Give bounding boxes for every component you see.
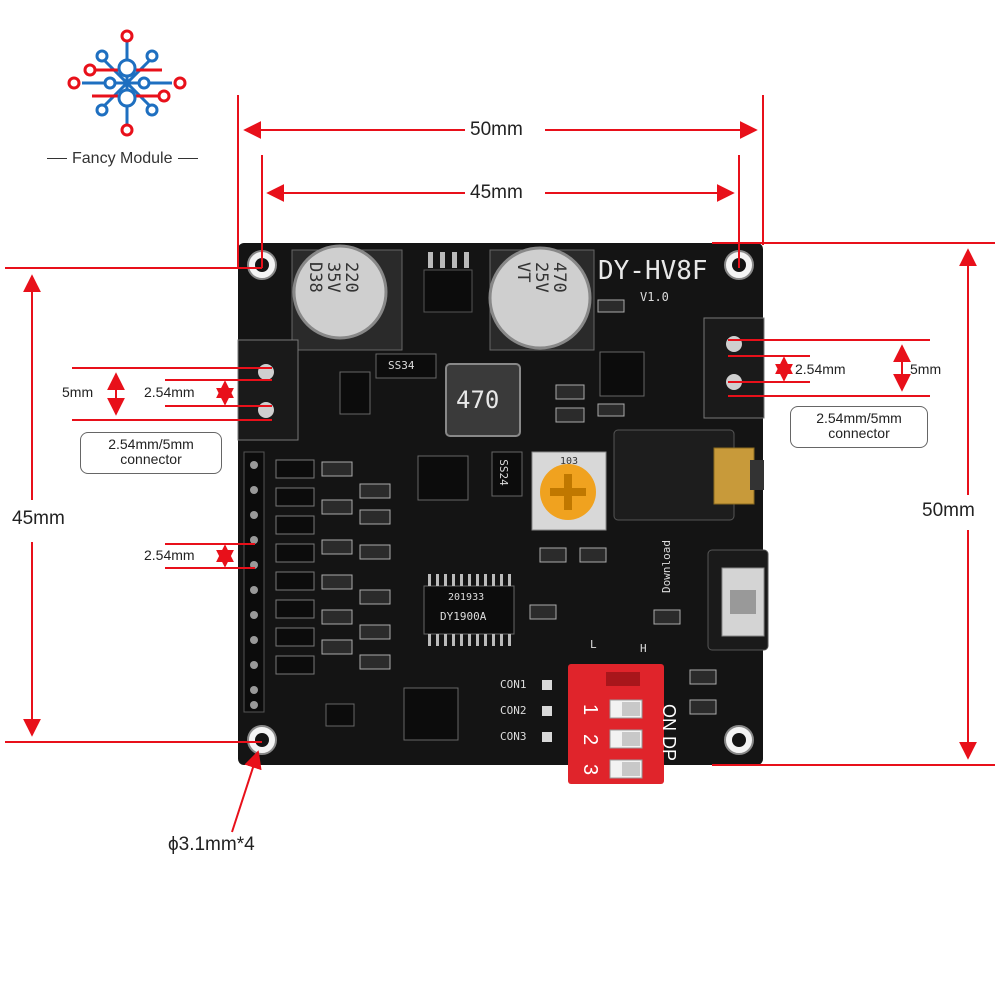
dip-h-label: H — [640, 642, 647, 655]
inductor-icon — [445, 363, 521, 437]
capacitor-left-icon — [291, 244, 403, 351]
dip-switch-icon — [568, 664, 664, 784]
pot-label: 103 — [560, 456, 579, 467]
con2-label: CON2 — [500, 704, 527, 717]
connector-right-icon — [703, 317, 765, 419]
con1-label: CON1 — [500, 678, 527, 691]
board-version: V1.0 — [640, 290, 669, 304]
download-label: Download — [659, 540, 673, 593]
dip-number-3: 3 — [579, 763, 602, 776]
dim-height-outer: 50mm — [922, 500, 975, 521]
dim-right-gap: 5mm — [910, 361, 942, 377]
connector-left-icon — [237, 339, 299, 441]
potentiometer-icon — [531, 451, 607, 531]
connector-callout-left: 2.54mm/5mm connector — [80, 432, 222, 474]
audio-jack-icon — [613, 429, 764, 521]
amp-chip-icon — [403, 687, 459, 741]
pin-header-left-icon — [243, 451, 265, 713]
main-chip-label-2: DY1900A — [440, 610, 487, 623]
capacitor-right-icon — [488, 246, 595, 351]
dip-number-1: 1 — [579, 703, 602, 716]
ss24-label: SS24 — [496, 459, 510, 486]
dim-right-pitch: 2.54mm — [795, 361, 846, 377]
dim-hole: ϕ3.1mm*4 — [168, 834, 255, 855]
usb-port-icon — [707, 549, 769, 651]
connector-callout-right: 2.54mm/5mm connector — [790, 406, 928, 448]
dim-width-inner: 45mm — [470, 182, 523, 203]
ss34-label: SS34 — [388, 359, 415, 372]
main-chip-icon — [423, 574, 515, 646]
brand-name: Fancy Module — [42, 150, 203, 168]
con3-label: CON3 — [500, 730, 527, 743]
dip-number-2: 2 — [579, 733, 602, 746]
dim-left-gap: 5mm — [62, 384, 94, 400]
dim-left-pitch-bottom: 2.54mm — [144, 547, 195, 563]
dip-l-label: L — [590, 638, 597, 651]
chip-top-icon — [423, 269, 473, 313]
dim-height-inner: 45mm — [12, 508, 65, 529]
dip-on-label: ON DP — [659, 703, 680, 762]
inductor-label: 470 — [456, 386, 500, 414]
board-title: DY-HV8F — [598, 256, 708, 286]
dim-left-pitch-top: 2.54mm — [144, 384, 195, 400]
dim-width-outer: 50mm — [470, 119, 523, 140]
main-chip-label-1: 201933 — [448, 592, 485, 603]
brand-logo-icon — [67, 29, 187, 137]
